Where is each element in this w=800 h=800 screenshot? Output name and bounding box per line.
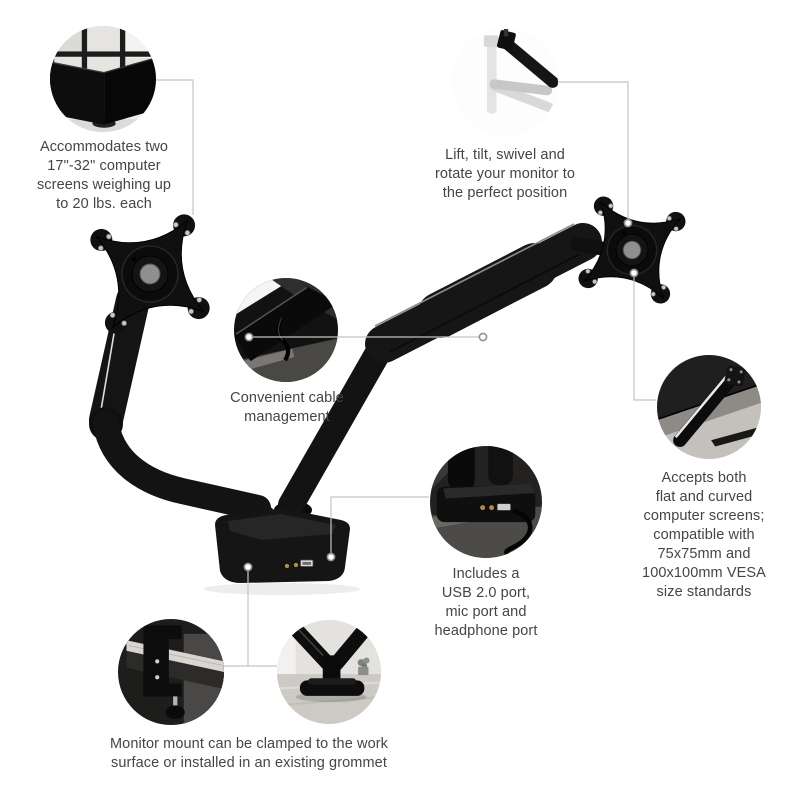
feature-text-vesa: Accepts both flat and curved computer sc… xyxy=(604,469,800,602)
feature-text-cable: Convenient cable management xyxy=(187,389,387,427)
feature-text-line: 100x100mm VESA xyxy=(642,565,766,581)
base-shadow xyxy=(204,583,360,595)
feature-text-line: screens weighing up xyxy=(36,177,172,193)
feature-text-line: Accommodates two xyxy=(39,139,169,155)
feature-text-line: USB 2.0 port, xyxy=(441,585,531,601)
inset-base-ports-photo xyxy=(430,446,542,558)
connector-line-vesa xyxy=(633,277,656,401)
feature-text-line: Convenient cable xyxy=(230,390,344,406)
feature-text-line: management xyxy=(244,409,330,425)
feature-text-line: computer screens; xyxy=(643,508,765,524)
feature-text-mount: Monitor mount can be clamped to the work… xyxy=(49,735,449,773)
inset-cable-management-photo xyxy=(234,278,338,382)
feature-text-line: size standards xyxy=(656,584,752,600)
inset-grommet-base-photo xyxy=(277,620,381,724)
feature-text-screens: Accommodates two 17"-32" computer screen… xyxy=(4,138,204,214)
feature-text-line: compatible with xyxy=(653,527,755,543)
feature-text-motion: Lift, tilt, swivel and rotate your monit… xyxy=(400,146,610,203)
feature-text-line: mic port and xyxy=(445,604,527,620)
base xyxy=(215,508,350,583)
vesa-plate-right xyxy=(576,194,688,306)
vesa-plate-left xyxy=(87,211,213,337)
base-ports xyxy=(284,559,314,569)
feature-text-line: Monitor mount can be clamped to the work xyxy=(109,736,389,752)
feature-text-line: headphone port xyxy=(434,623,538,639)
feature-text-line: Accepts both xyxy=(661,470,747,486)
feature-text-line: 17"-32" computer xyxy=(47,158,161,174)
base-bosses xyxy=(232,501,312,521)
feature-text-line: Includes a xyxy=(452,566,520,582)
inset-dual-monitors-photo xyxy=(50,26,156,132)
feature-text-usb: Includes a USB 2.0 port, mic port and he… xyxy=(386,565,586,641)
feature-text-line: surface or installed in an existing grom… xyxy=(111,755,387,771)
feature-text-line: the perfect position xyxy=(442,185,568,201)
inset-arm-motion-photo xyxy=(452,29,558,135)
feature-text-line: 75x75mm and xyxy=(657,546,751,562)
connector-line-mount xyxy=(224,571,277,667)
feature-text-line: rotate your monitor to xyxy=(434,166,575,182)
feature-text-line: flat and curved xyxy=(655,489,753,505)
feature-text-line: Lift, tilt, swivel and xyxy=(445,147,565,163)
inset-desk-clamp-photo xyxy=(118,619,224,725)
inset-arm-behind-monitor-photo xyxy=(657,355,761,459)
feature-text-line: to 20 lbs. each xyxy=(56,196,152,212)
connector-line-usb xyxy=(330,496,429,553)
